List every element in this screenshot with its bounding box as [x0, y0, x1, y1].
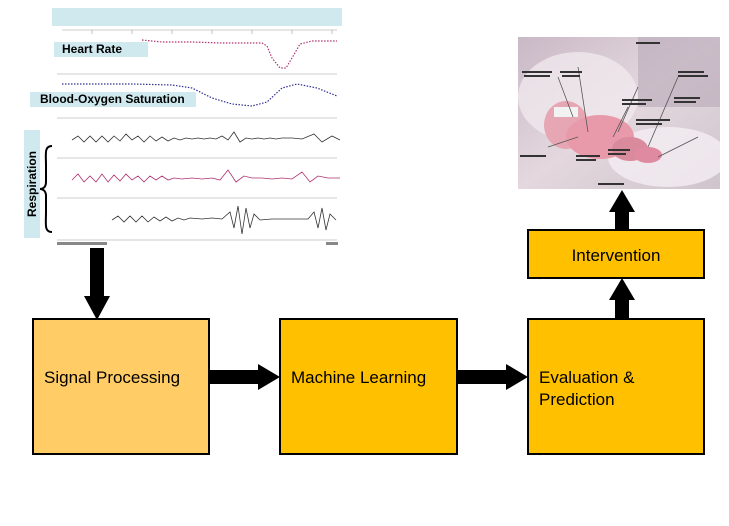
machine-learning-box: Machine Learning — [279, 318, 458, 455]
signal-recording-panel — [52, 8, 344, 250]
physiological-signals-chart — [52, 8, 342, 250]
intervention-label: Intervention — [571, 246, 661, 265]
spo2-label: Blood-Oxygen Saturation — [30, 92, 196, 107]
respiration-brace — [39, 145, 53, 233]
infant-photo — [518, 37, 720, 189]
respiration-label: Respiration — [25, 150, 39, 218]
evaluation-label-line2: Prediction — [539, 390, 615, 409]
evaluation-label-line1: Evaluation & — [539, 368, 635, 387]
signal-processing-box: Signal Processing — [32, 318, 210, 455]
machine-learning-label: Machine Learning — [291, 368, 427, 387]
evaluation-prediction-box: Evaluation & Prediction — [527, 318, 705, 455]
respiration-label-band — [24, 130, 40, 238]
intervention-box: Intervention — [527, 229, 705, 279]
heart-rate-label: Heart Rate — [54, 42, 148, 57]
signal-processing-label: Signal Processing — [44, 368, 181, 387]
